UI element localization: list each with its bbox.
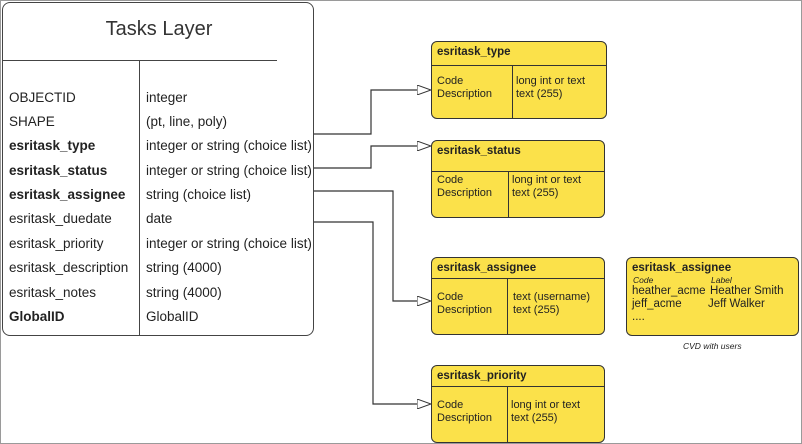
field-name: GlobalID <box>9 309 65 324</box>
domain-divider <box>432 278 604 279</box>
domain-description-type: text (255) <box>512 187 559 199</box>
domain-box-status: esritask_status Code Description long in… <box>431 140 605 218</box>
domain-code-label: Code <box>437 174 464 186</box>
arrow-type <box>314 90 430 135</box>
cvd-box-assignee: esritask_assignee Code Label heather_acm… <box>626 257 799 336</box>
field-name: esritask_status <box>9 163 108 178</box>
field-type: integer or string (choice list) <box>146 163 312 178</box>
field-type: GlobalID <box>146 309 199 324</box>
field-name: esritask_duedate <box>9 211 112 226</box>
domain-description-label: Description <box>437 304 493 316</box>
field-name: esritask_type <box>9 138 96 153</box>
domain-description-type: text (255) <box>516 88 563 100</box>
field-type: integer <box>146 90 188 105</box>
domain-code-type: text (username) <box>513 291 591 303</box>
domain-description-label: Description <box>437 187 493 199</box>
arrow-assignee <box>314 190 430 301</box>
domain-divider <box>432 65 606 66</box>
domain-code-type: long int or text <box>511 399 581 411</box>
field-name: esritask_notes <box>9 285 97 300</box>
column-divider <box>139 60 140 335</box>
domain-title: esritask_type <box>437 46 511 58</box>
cvd-title: esritask_assignee <box>632 262 732 274</box>
domain-column-divider <box>507 278 508 334</box>
domain-box-type: esritask_type Code Description long int … <box>431 41 607 119</box>
field-type: string (4000) <box>146 260 222 275</box>
domain-code-label: Code <box>437 75 464 87</box>
table-title: Tasks Layer <box>105 18 213 40</box>
domain-description-label: Description <box>437 88 493 100</box>
domain-divider <box>432 386 604 387</box>
domain-title: esritask_priority <box>437 370 527 382</box>
field-type: (pt, line, poly) <box>146 114 228 129</box>
field-name: esritask_assignee <box>9 187 126 202</box>
tasks-layer-table: Tasks Layer OBJECTID integer SHAPE (pt, … <box>2 2 314 336</box>
domain-description-label: Description <box>437 412 493 424</box>
field-type: date <box>146 211 173 226</box>
field-type: integer or string (choice list) <box>146 138 312 153</box>
field-type: integer or string (choice list) <box>146 236 312 251</box>
cvd-code: jeff_acme <box>632 298 682 310</box>
field-type: string (4000) <box>146 285 222 300</box>
domain-box-assignee: esritask_assignee Code Description text … <box>431 257 605 335</box>
field-type: string (choice list) <box>146 187 252 202</box>
domain-description-type: text (255) <box>511 412 558 424</box>
domain-code-label: Code <box>437 399 464 411</box>
cvd-label: Heather Smith <box>710 285 784 297</box>
cvd-caption: CVD with users <box>683 341 742 351</box>
domain-title: esritask_status <box>437 145 521 157</box>
field-name: esritask_priority <box>9 236 104 251</box>
domain-code-label: Code <box>437 291 464 303</box>
field-name: OBJECTID <box>9 90 76 105</box>
domain-column-divider <box>507 386 508 442</box>
title-divider <box>3 60 277 61</box>
cvd-code: .... <box>632 311 645 323</box>
domain-title: esritask_assignee <box>437 262 537 274</box>
domain-column-divider <box>508 171 509 217</box>
domain-code-type: long int or text <box>512 174 582 186</box>
domain-description-type: text (255) <box>513 304 560 316</box>
cvd-label: Jeff Walker <box>708 298 765 310</box>
domain-divider <box>432 171 604 172</box>
cvd-code-header: Code <box>633 275 654 285</box>
cvd-label-header: Label <box>711 275 732 285</box>
arrow-priority <box>314 221 430 404</box>
arrow-status <box>314 146 430 169</box>
field-name: SHAPE <box>9 114 55 129</box>
field-name: esritask_description <box>9 260 129 275</box>
domain-code-type: long int or text <box>516 75 586 87</box>
domain-box-priority: esritask_priority Code Description long … <box>431 365 605 443</box>
domain-column-divider <box>512 65 513 118</box>
cvd-code: heather_acme <box>632 285 706 297</box>
